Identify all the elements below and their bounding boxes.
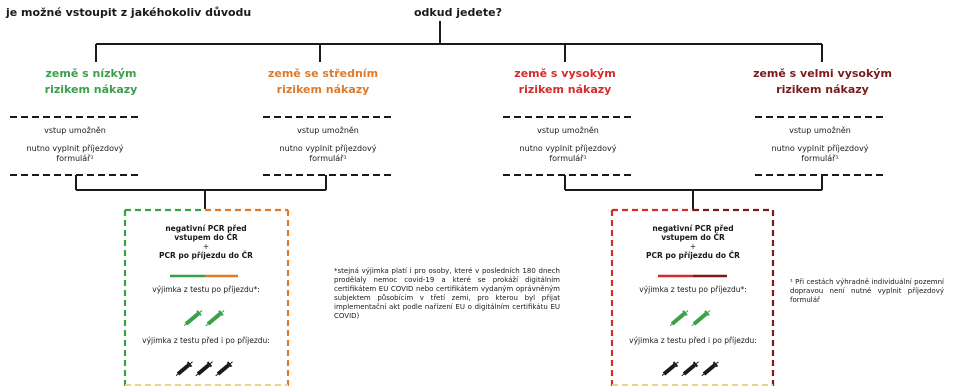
pcr-before-text: negativní PCR před [165, 224, 247, 233]
pcr-after-text: PCR po příjezdu do ČR [646, 251, 740, 260]
form-required-text: nutno vyplnit příjezdový [279, 144, 377, 153]
region-high-risk: země s vysokým rizikem nákazy [480, 66, 650, 98]
form-required-text: nutno vyplnit příjezdový [26, 144, 124, 153]
region-very-high-risk: země s velmi vysokým rizikem nákazy [735, 66, 910, 98]
region-low-risk: země s nízkým rizikem nákazy [6, 66, 176, 98]
region-info-high: vstup umožněn nutno vyplnit příjezdový f… [503, 126, 633, 164]
form-required-text: formulář¹ [309, 154, 347, 163]
exemption-before-after-label: výjimka z testu před i po příjezdu: [629, 336, 757, 345]
form-required-text: nutno vyplnit příjezdový [771, 144, 869, 153]
region-label: rizikem nákazy [776, 83, 869, 96]
region-info-medium: vstup umožněn nutno vyplnit příjezdový f… [263, 126, 393, 164]
plus-sign: + [689, 242, 697, 251]
entry-allowed-text: vstup umožněn [789, 126, 851, 135]
region-medium-risk: země se středním rizikem nákazy [238, 66, 408, 98]
region-label: země s velmi vysokým [753, 67, 892, 80]
form-required-text: formulář¹ [801, 154, 839, 163]
origin-question: odkud jedete? [414, 6, 502, 19]
pcr-before-text: negativní PCR před [652, 224, 734, 233]
region-label: rizikem nákazy [44, 83, 138, 96]
exemption-after-label: výjimka z testu po příjezdu*: [639, 285, 747, 294]
pcr-before-text: vstupem do ČR [661, 233, 725, 242]
syringe-icon [661, 354, 724, 382]
recovered-exemption-note: *stejná výjimka platí i pro osoby, které… [334, 267, 560, 320]
test-requirements-card-right: negativní PCR před vstupem do ČR + PCR p… [617, 224, 769, 260]
form-required-text: formulář¹ [549, 154, 587, 163]
plus-sign: + [202, 242, 210, 251]
entry-allowed-text: vstup umožněn [537, 126, 599, 135]
syringe-icon [183, 304, 230, 332]
entry-any-reason-text: je možné vstoupit z jakéhokoliv důvodu [6, 6, 252, 19]
exemption-after-label: výjimka z testu po příjezdu*: [152, 285, 260, 294]
exemption-before-after-label: výjimka z testu před i po příjezdu: [142, 336, 270, 345]
entry-allowed-text: vstup umožněn [297, 126, 359, 135]
region-label: země se středním [267, 67, 379, 80]
syringe-icon [669, 304, 716, 332]
pcr-after-text: PCR po příjezdu do ČR [159, 251, 253, 260]
region-label: země s nízkým [45, 67, 137, 80]
arrival-form-footnote: ¹ Při cestách výhradně individuální poze… [790, 278, 944, 304]
entry-allowed-text: vstup umožněn [44, 126, 106, 135]
syringe-icon [175, 354, 238, 382]
region-label: rizikem nákazy [518, 83, 612, 96]
region-info-low: vstup umožněn nutno vyplnit příjezdový f… [10, 126, 140, 164]
form-required-text: formulář¹ [56, 154, 94, 163]
region-label: země s vysokým [514, 67, 616, 80]
form-required-text: nutno vyplnit příjezdový [519, 144, 617, 153]
pcr-before-text: vstupem do ČR [174, 233, 238, 242]
region-info-very-high: vstup umožněn nutno vyplnit příjezdový f… [755, 126, 885, 164]
test-requirements-card-left: negativní PCR před vstupem do ČR + PCR p… [130, 224, 282, 260]
region-label: rizikem nákazy [276, 83, 370, 96]
